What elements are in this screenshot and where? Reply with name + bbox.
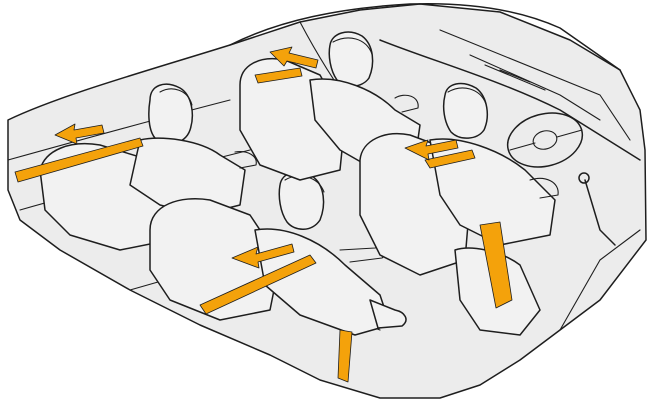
seatbelt-diagram [0,0,652,400]
